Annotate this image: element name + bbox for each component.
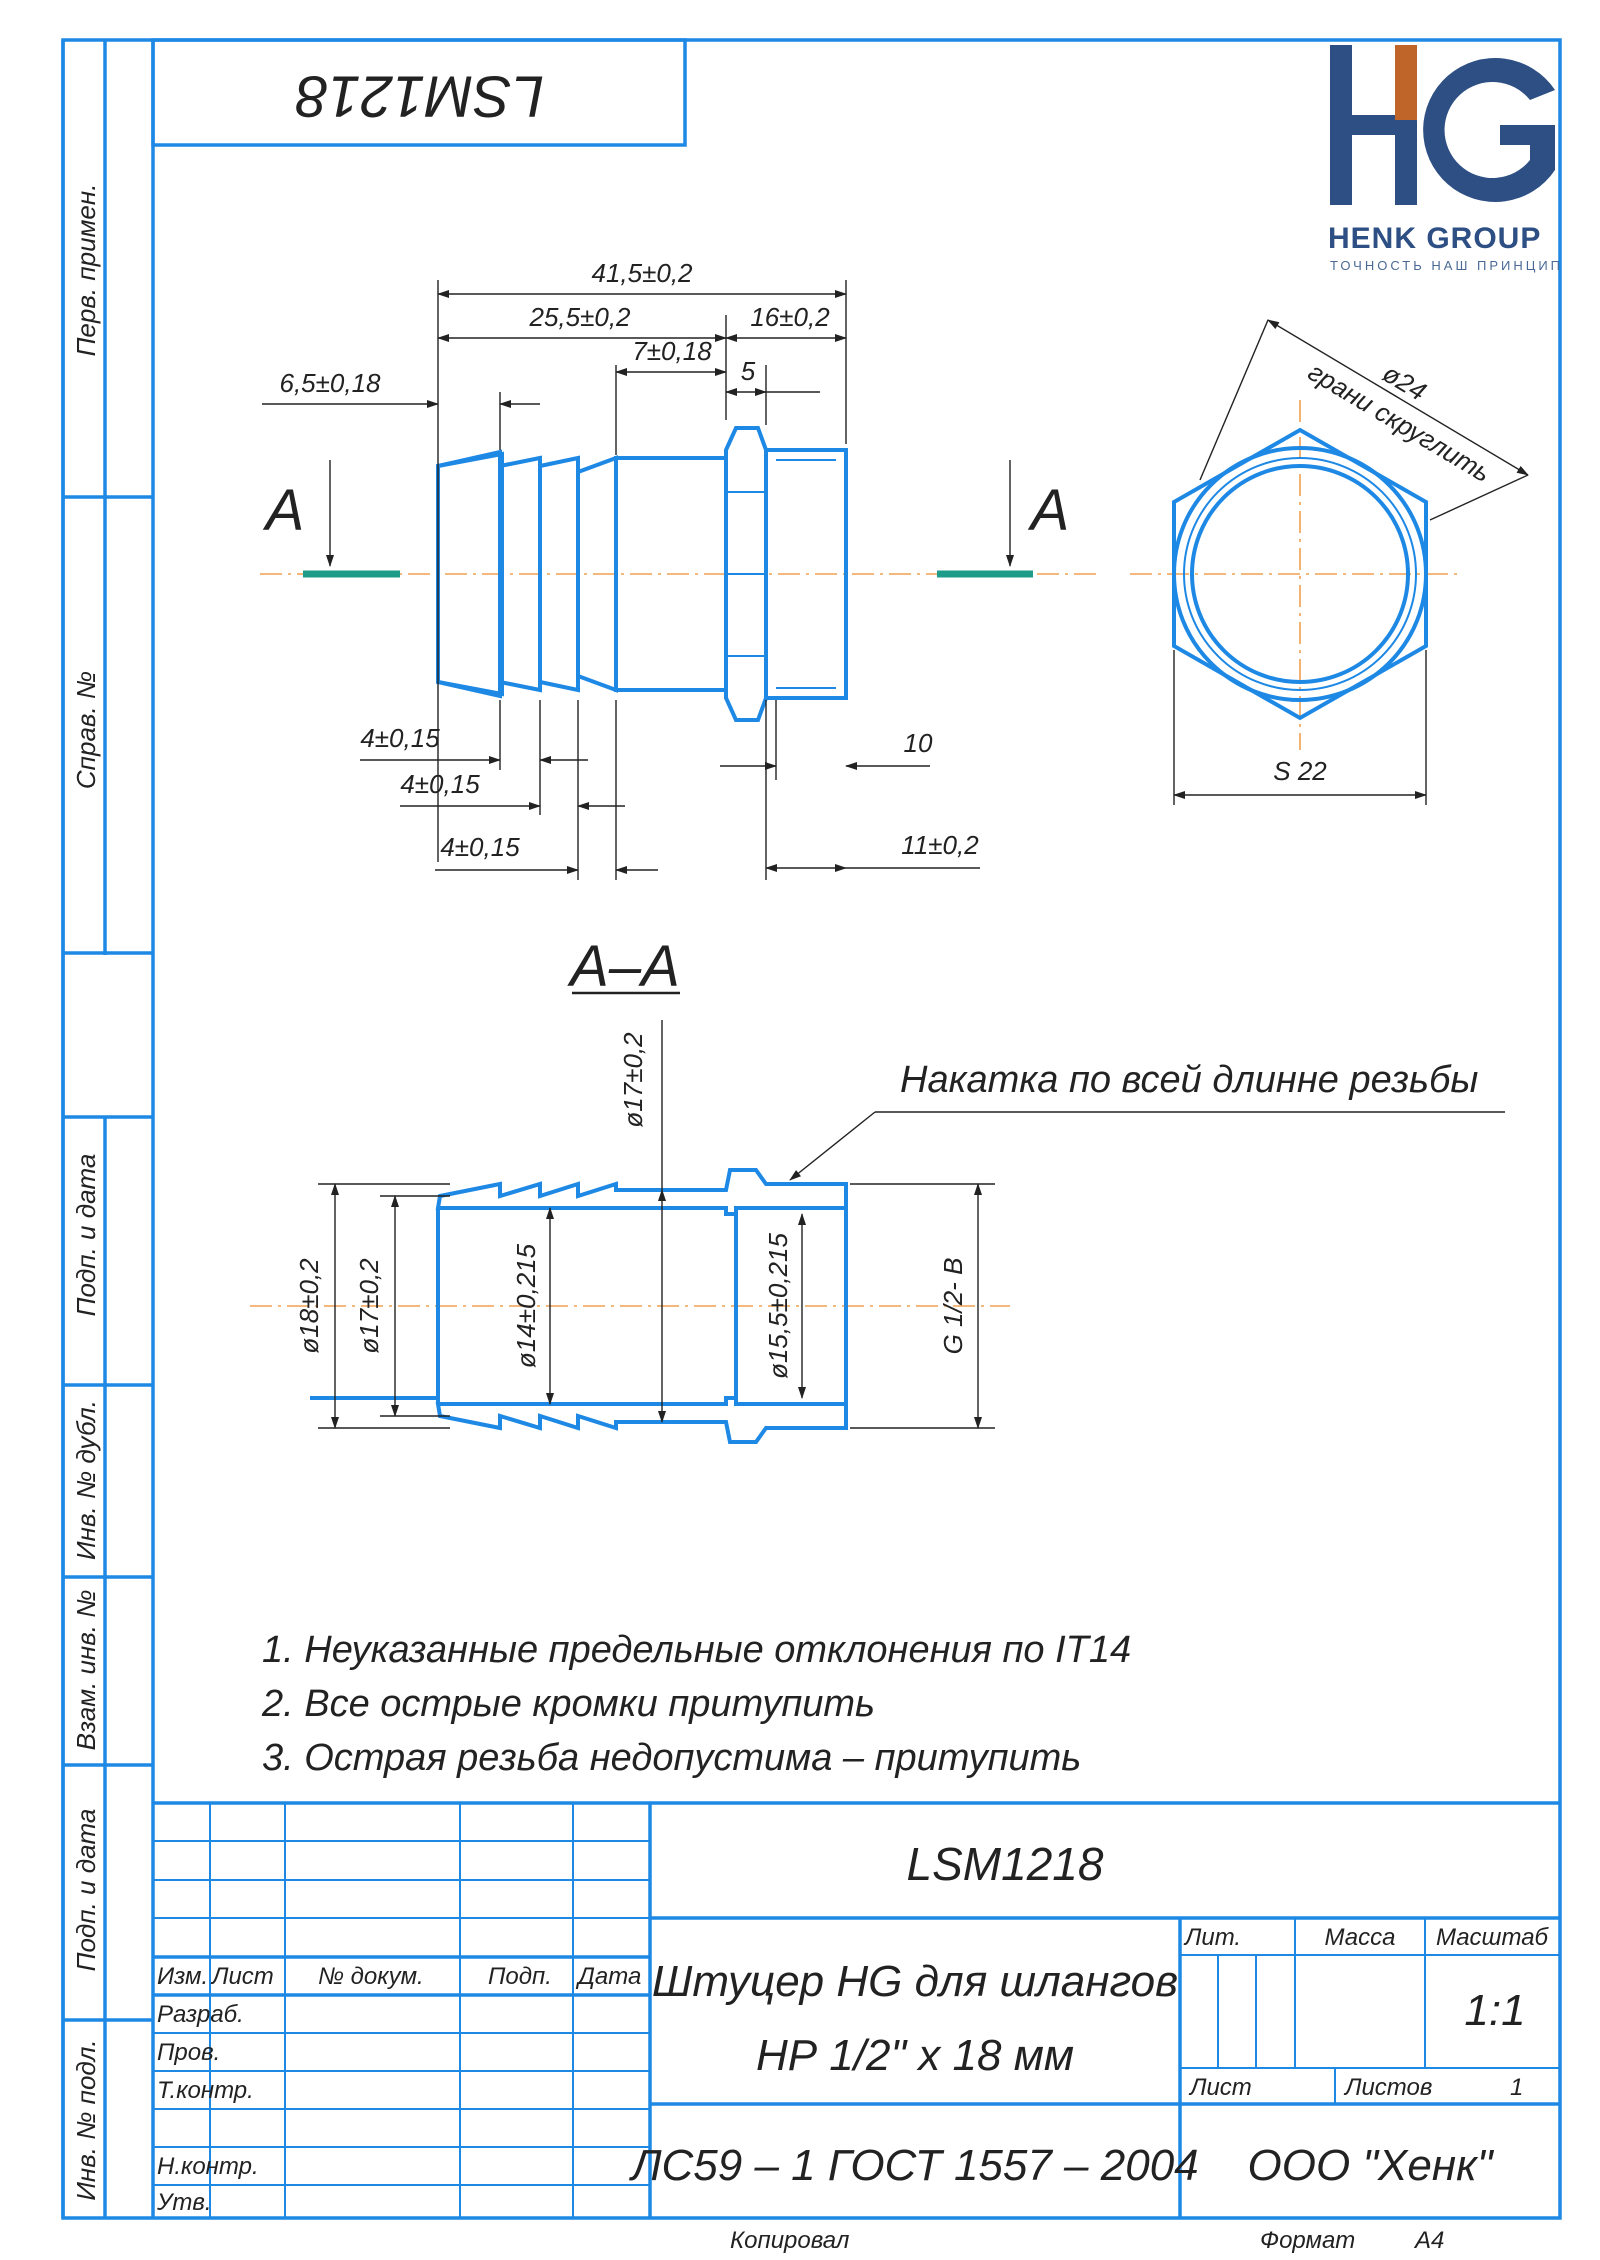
dim-18: ø18±0,2 — [294, 1258, 324, 1354]
section-mark-left: А — [263, 478, 305, 543]
tb-data: Дата — [575, 1963, 641, 1990]
tb-title-line2: НР 1/2" х 18 мм — [756, 2031, 1074, 2080]
tb-list-label: Лист — [1188, 2074, 1252, 2101]
side-label-sprav-no: Справ. № — [71, 671, 101, 789]
dim-6-5: 6,5±0,18 — [279, 368, 381, 398]
dim-10: 10 — [904, 728, 933, 758]
end-view: ø24 грани скруглить S 22 — [1130, 319, 1529, 805]
note-1: 1. Неуказанные предельные отклонения по … — [262, 1629, 1131, 1671]
logo-name: HENK GROUP — [1328, 222, 1541, 255]
dim-thread: G 1/2- B — [938, 1258, 968, 1355]
dim-15-5: ø15,5±0,215 — [763, 1233, 793, 1379]
tb-razrab: Разраб. — [157, 2001, 244, 2028]
dim-4b: 4±0,15 — [400, 769, 480, 799]
tb-podp: Подп. — [488, 1963, 552, 1990]
note-3: 3. Острая резьба недопустима – притупить — [262, 1737, 1081, 1779]
note-2: 2. Все острые кромки притупить — [261, 1683, 875, 1725]
tb-prov: Пров. — [157, 2039, 220, 2066]
tb-company: ООО "Хенк" — [1248, 2141, 1495, 2190]
tb-utv: Утв. — [156, 2189, 212, 2216]
side-label-inv-podl: Инв. № подл. — [71, 2039, 101, 2200]
dim-16: 16±0,2 — [750, 302, 830, 332]
rotated-code-text: LSM1218 — [296, 64, 544, 129]
henk-group-logo: HENK GROUP ТОЧНОСТЬ НАШ ПРИНЦИП — [1328, 45, 1563, 273]
tb-massa: Масса — [1325, 1924, 1396, 1951]
logo-tagline: ТОЧНОСТЬ НАШ ПРИНЦИП — [1330, 258, 1563, 273]
sheet-frame — [61, 38, 1562, 2220]
technical-notes: 1. Неуказанные предельные отклонения по … — [261, 1629, 1131, 1779]
tb-material: ЛС59 – 1 ГОСТ 1557 – 2004 — [628, 2141, 1198, 2190]
side-label-podp-data-1: Подп. и дата — [71, 1154, 101, 1317]
side-label-inv-dubl: Инв. № дубл. — [71, 1400, 101, 1560]
rotated-code-box: LSM1218 — [151, 38, 687, 147]
tb-listov-label: Листов — [1343, 2074, 1432, 2101]
side-label-vzam-inv: Взам. инв. № — [71, 1590, 101, 1751]
tb-title-line1: Штуцер HG для шлангов — [652, 1957, 1178, 2006]
dim-4c: 4±0,15 — [440, 832, 520, 862]
dim-5: 5 — [741, 356, 756, 386]
tb-code: LSM1218 — [907, 1838, 1104, 1890]
tb-no-dokum: № докум. — [318, 1963, 424, 1990]
title-block: Изм. Лист № докум. Подп. Дата Разраб. Пр… — [153, 1801, 1560, 2218]
tb-t-kontr: Т.контр. — [157, 2077, 254, 2104]
tb-sheets-count: 1 — [1510, 2074, 1523, 2101]
tb-list: Лист — [210, 1963, 274, 1990]
dim-11: 11±0,2 — [901, 830, 979, 860]
dim-s22: S 22 — [1273, 756, 1327, 786]
section-view: А–А ø18±0,2 ø17±0,2 ø14±0,215 ø17±0,2 ø1… — [250, 934, 1505, 1444]
tb-scale: 1:1 — [1464, 1986, 1525, 2035]
section-mark-right: А — [1028, 478, 1070, 543]
dim-25-5: 25,5±0,2 — [528, 302, 631, 332]
format-label: Формат — [1260, 2227, 1355, 2254]
dim-14: ø14±0,215 — [511, 1243, 541, 1368]
side-labels: Перв. примен. Справ. № Подп. и дата Инв.… — [71, 184, 101, 2201]
section-title: А–А — [567, 934, 680, 999]
dim-41-5: 41,5±0,2 — [591, 258, 693, 288]
side-label-podp-data-2: Подп. и дата — [71, 1809, 101, 1972]
dim-4a: 4±0,15 — [360, 723, 440, 753]
knurl-note: Накатка по всей длинне резьбы — [900, 1059, 1478, 1101]
side-view-dimensions: 41,5±0,2 25,5±0,2 16±0,2 7±0,18 5 6,5±0,… — [262, 258, 980, 880]
section-marks: А А — [263, 460, 1070, 578]
dim-17-top: ø17±0,2 — [618, 1032, 648, 1128]
tb-izm: Изм. — [157, 1963, 208, 1990]
dim-17: ø17±0,2 — [354, 1258, 384, 1354]
dim-7: 7±0,18 — [632, 336, 712, 366]
tb-masshtab: Масштаб — [1436, 1924, 1550, 1951]
copied-by-label: Копировал — [730, 2227, 850, 2254]
format-value: А4 — [1413, 2227, 1444, 2254]
tb-lit: Лит. — [1183, 1924, 1241, 1951]
tb-n-kontr: Н.контр. — [157, 2153, 259, 2180]
side-label-perv-primen: Перв. примен. — [71, 184, 101, 357]
